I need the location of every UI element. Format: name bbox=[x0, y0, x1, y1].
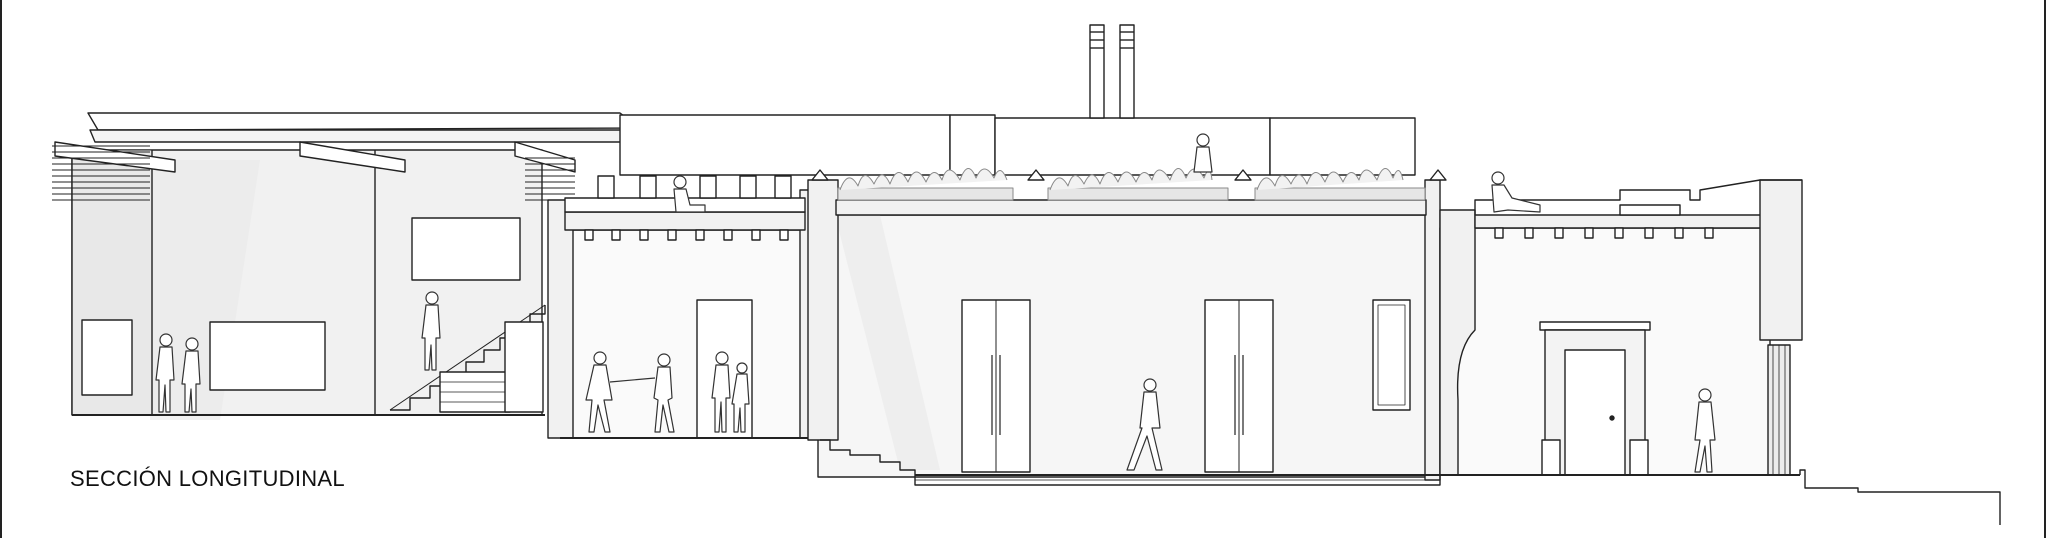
right-wing-left-wall bbox=[1439, 209, 1476, 476]
person-dancing-1 bbox=[585, 351, 613, 433]
right-roof-terrace bbox=[1474, 179, 1802, 215]
right-wing-end-pier bbox=[1759, 179, 1803, 341]
people bbox=[155, 133, 1716, 473]
person-roof-standing bbox=[1193, 133, 1213, 173]
door-pediment bbox=[1539, 321, 1651, 331]
roof-slab bbox=[89, 129, 651, 143]
left-louvres bbox=[52, 145, 150, 201]
right-wing-corbels bbox=[1494, 227, 1714, 239]
background-volumes bbox=[619, 24, 1416, 176]
storage-cabinet bbox=[504, 321, 544, 413]
roof-beam-top bbox=[87, 112, 641, 131]
small-hall-ceiling bbox=[564, 211, 806, 231]
person-walking-main bbox=[1126, 378, 1163, 471]
main-hall-roof-slab bbox=[835, 199, 1427, 216]
main-hall-light bbox=[835, 215, 940, 470]
person-doorway-2 bbox=[731, 362, 750, 433]
person-seated-terrace bbox=[673, 175, 706, 213]
left-pavilion bbox=[52, 112, 651, 420]
person-doorway-1 bbox=[711, 351, 731, 433]
rear-volume-right bbox=[1269, 117, 1416, 176]
small-hall-corbels bbox=[584, 229, 789, 241]
terrace-parapet-posts bbox=[597, 175, 792, 199]
main-hall-left-pier bbox=[807, 179, 839, 441]
person-dancing-2 bbox=[653, 353, 675, 433]
cantilever-beam-mid bbox=[299, 141, 406, 173]
person-walking-right bbox=[1694, 388, 1716, 473]
main-hall bbox=[807, 168, 1447, 486]
exterior-ground bbox=[1799, 469, 2001, 525]
right-wing-ceiling bbox=[1474, 214, 1766, 229]
section-title: SECCIÓN LONGITUDINAL bbox=[70, 466, 345, 491]
light-shaft bbox=[150, 160, 260, 420]
projection-screen bbox=[209, 321, 326, 391]
rear-volume-centre bbox=[994, 117, 1271, 176]
right-wing bbox=[1439, 179, 2001, 525]
person-on-stair bbox=[421, 291, 441, 371]
stepped-foundation bbox=[820, 439, 1441, 486]
person-reclining bbox=[1491, 171, 1541, 213]
right-louvres bbox=[525, 157, 575, 201]
upper-window bbox=[411, 217, 521, 281]
main-hall-niche bbox=[1372, 299, 1411, 411]
entrance-door bbox=[1564, 349, 1626, 476]
main-hall-right-pier bbox=[1424, 179, 1441, 481]
roof-planters bbox=[837, 168, 1426, 201]
person-standing-1 bbox=[155, 333, 175, 413]
rear-volume-left bbox=[619, 114, 951, 176]
chimney-left bbox=[1089, 24, 1105, 119]
small-hall-left-wall bbox=[547, 199, 574, 439]
chimney-right bbox=[1119, 24, 1135, 119]
small-hall bbox=[547, 175, 821, 439]
person-standing-2 bbox=[181, 337, 201, 413]
wall-panel-left bbox=[81, 319, 133, 396]
